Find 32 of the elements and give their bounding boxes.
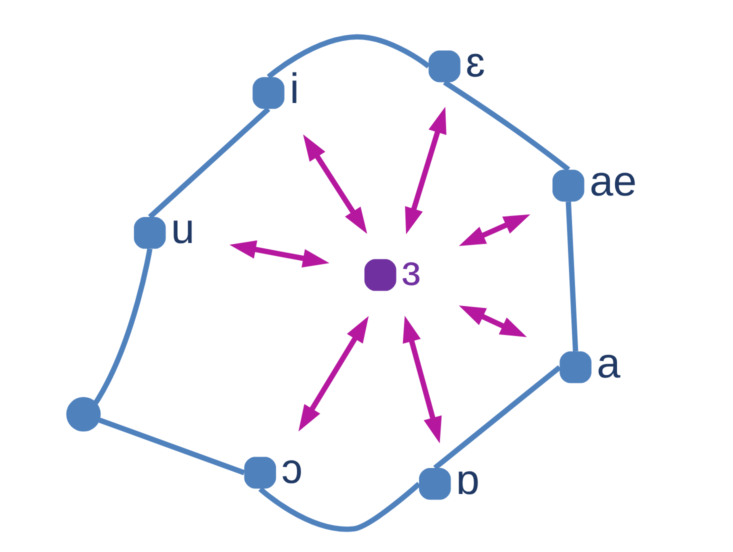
arrow [228, 240, 329, 268]
node-label: ɜ [401, 247, 420, 294]
arrow [404, 106, 446, 234]
node-circle [66, 397, 100, 432]
connector [442, 80, 570, 172]
node-circle [418, 468, 450, 500]
arrow [402, 316, 442, 444]
node-circle [252, 77, 284, 109]
arrow [302, 134, 367, 234]
node-label: ɒ [456, 456, 480, 503]
node-circle [364, 259, 396, 291]
node-label: a [596, 339, 620, 386]
connector [565, 201, 578, 352]
node-circle [559, 351, 591, 384]
arrow [458, 214, 530, 246]
connector [98, 418, 245, 476]
connector [148, 106, 270, 219]
connector [92, 248, 152, 405]
node-circle [428, 50, 460, 82]
node-label: ae [589, 158, 636, 205]
node-label: ɔ [280, 444, 302, 492]
node-circle [244, 456, 276, 489]
node-label: ɛ [465, 38, 485, 86]
connector [258, 482, 420, 532]
arrow [458, 305, 526, 338]
node-circle [552, 170, 584, 202]
node-label: u [170, 204, 194, 252]
arrow [298, 316, 368, 432]
connector [266, 34, 430, 79]
node-circle [133, 217, 166, 249]
connector [432, 365, 561, 470]
node-label: i [289, 65, 299, 112]
